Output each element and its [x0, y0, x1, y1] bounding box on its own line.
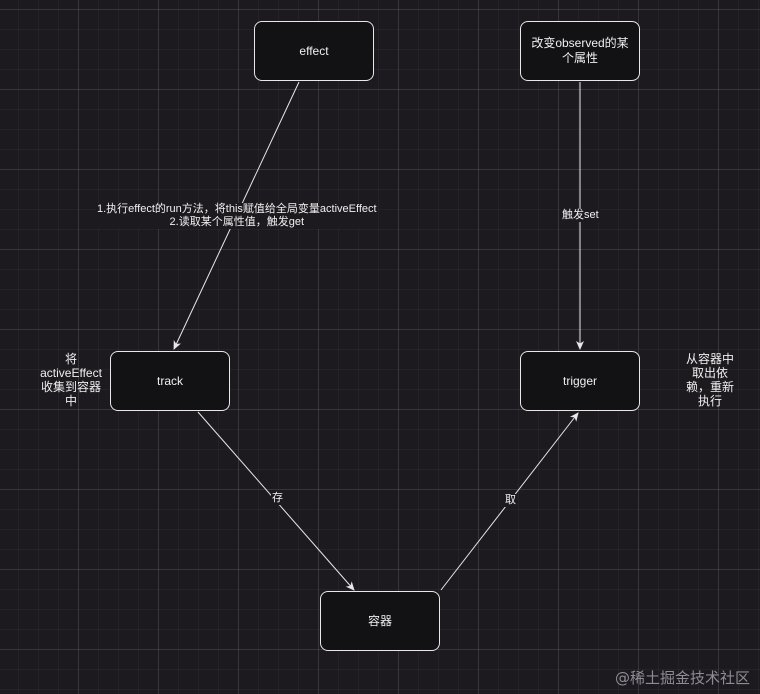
note-left-line: 收集到容器 [40, 380, 101, 394]
note-right-line: 赖，重新 [685, 380, 734, 394]
node-effect-label: effect [299, 43, 329, 58]
edge-label-effect-track-line2: 2.读取某个属性值，触发get [169, 216, 305, 228]
note-track-collect: 将 activeEffect 收集到容器 中 [32, 352, 110, 408]
edge-label-trigger-set: 触发set [561, 209, 600, 222]
node-change-label: 改变observed的某个属性 [531, 36, 629, 65]
note-right-line: 执行 [697, 394, 722, 408]
note-right-line: 从容器中 [685, 352, 734, 366]
node-effect[interactable]: effect [254, 21, 374, 81]
note-left-line: 将 [64, 352, 77, 366]
node-change-observed-property[interactable]: 改变observed的某个属性 [520, 21, 640, 81]
node-trigger-label: trigger [562, 373, 597, 388]
edge-label-effect-track-line1: 1.执行effect的run方法，将this赋值给全局变量activeEffec… [97, 203, 377, 215]
note-right-line: 取出依 [691, 366, 728, 380]
note-left-line: 中 [64, 394, 77, 408]
node-trigger[interactable]: trigger [520, 351, 640, 411]
watermark: @稀土掘金技术社区 [614, 669, 750, 687]
edge-label-fetch: 取 [504, 494, 517, 507]
edge-label-store: 存 [271, 492, 284, 505]
note-trigger-rerun: 从容器中 取出依 赖，重新 执行 [677, 352, 743, 408]
note-left-line: activeEffect [40, 366, 102, 380]
node-track-label: track [156, 373, 183, 388]
edge-label-effect-track: 1.执行effect的run方法，将this赋值给全局变量activeEffec… [96, 203, 378, 229]
node-container-label: 容器 [367, 613, 392, 628]
node-track[interactable]: track [110, 351, 230, 411]
node-container[interactable]: 容器 [320, 591, 440, 651]
